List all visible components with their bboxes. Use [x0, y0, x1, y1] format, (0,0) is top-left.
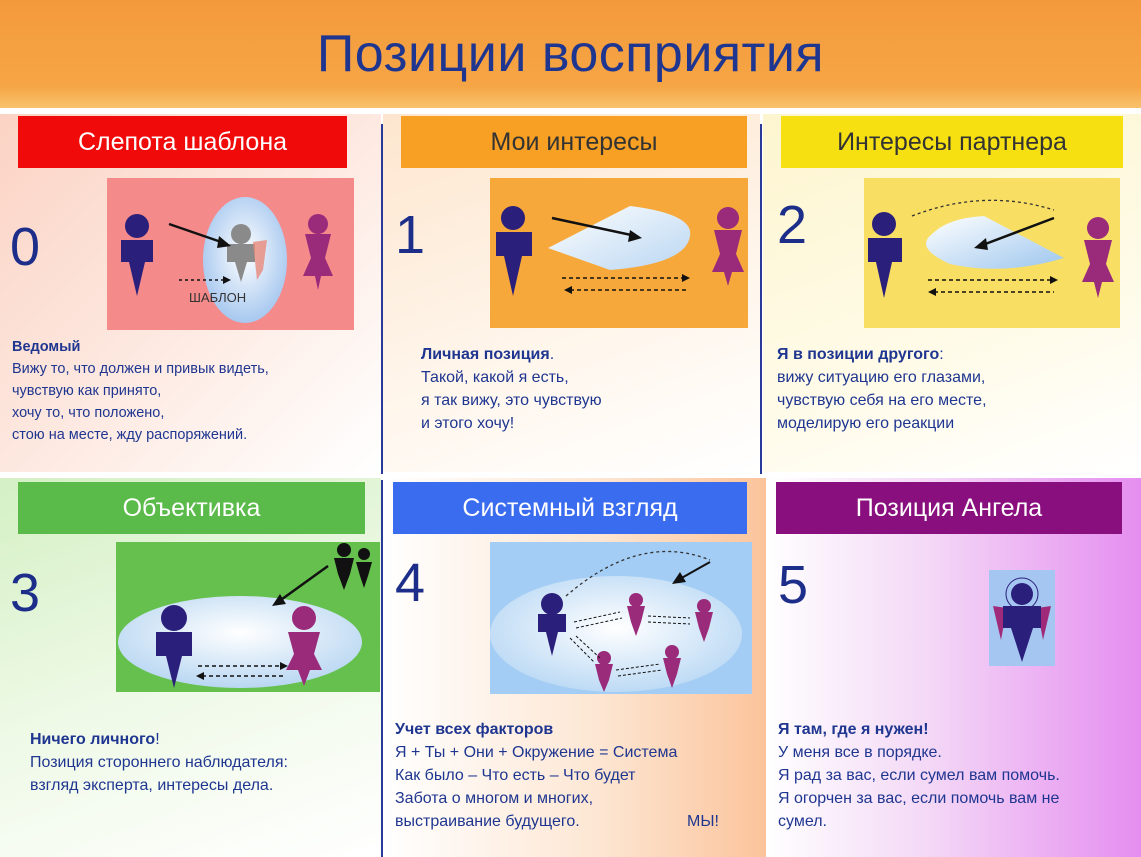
cell-4-line: Забота о многом и многих, [395, 790, 594, 807]
cell-5-line: сумел. [778, 813, 827, 830]
cell-3-description: Ничего личного! Позиция стороннего наблю… [30, 728, 288, 797]
cell-0-picture-label: ШАБЛОН [189, 290, 246, 305]
cell-0-line: хочу то, что положено, [12, 405, 165, 421]
cell-0-lead: Ведомый [12, 339, 81, 355]
cell-5-description: Я там, где я нужен! У меня все в порядке… [778, 718, 1060, 833]
cell-3-line: Позиция стороннего наблюдателя: [30, 754, 288, 771]
cell-4-description: Учет всех факторов Я + Ты + Они + Окруже… [395, 718, 750, 833]
cell-0-number: 0 [10, 217, 41, 277]
cell-0-line: Вижу то, что должен и привык видеть, [12, 361, 269, 377]
cell-1: Мои интересы 1 Личная позиция. Такой, ка… [383, 114, 760, 472]
title-bar: Позиции восприятия [0, 0, 1141, 108]
divider [760, 124, 762, 474]
cell-3-lead: Ничего личного [30, 731, 156, 748]
cell-2-line: чувствую себя на его месте, [777, 392, 987, 409]
cell-0-picture: ШАБЛОН [107, 178, 354, 330]
cell-2-number: 2 [777, 195, 808, 255]
cell-4-line: Я + Ты + Они + Окружение = Система [395, 744, 678, 761]
cell-5-lead: Я там, где я нужен! [778, 721, 929, 738]
cell-5-picture [989, 570, 1055, 666]
cell-5: Позиция Ангела 5 Я там, где я нужен! У м… [766, 478, 1141, 857]
cell-5-line: Я рад за вас, если сумел вам помочь. [778, 767, 1060, 784]
cell-2-line: вижу ситуацию его глазами, [777, 369, 986, 386]
cell-2: Интересы партнера 2 Я в позиции другого: [763, 114, 1141, 472]
cell-5-number: 5 [778, 555, 809, 615]
cell-5-header: Позиция Ангела [776, 482, 1122, 534]
cell-3-line: взгляд эксперта, интересы дела. [30, 777, 274, 794]
cell-2-picture [864, 178, 1120, 328]
cell-2-lead: Я в позиции другого [777, 346, 940, 363]
cell-5-line: Я огорчен за вас, если помочь вам не [778, 790, 1060, 807]
cell-3-picture [116, 542, 380, 692]
cell-0-header: Слепота шаблона [18, 116, 347, 168]
cell-1-header: Мои интересы [401, 116, 747, 168]
cell-1-lead: Личная позиция [421, 346, 550, 363]
divider [381, 124, 383, 474]
cell-4-lead: Учет всех факторов [395, 721, 554, 738]
cell-2-header: Интересы партнера [781, 116, 1123, 168]
cell-0-description: Ведомый Вижу то, что должен и привык вид… [12, 336, 269, 446]
cell-0: Слепота шаблона 0 [0, 114, 381, 472]
cell-1-line: Такой, какой я есть, [421, 369, 569, 386]
cell-4-header: Системный взгляд [393, 482, 747, 534]
cell-4-tail: МЫ! [687, 813, 719, 830]
cell-4: Системный взгляд 4 [383, 478, 766, 857]
cell-1-line: и этого хочу! [421, 415, 515, 432]
cell-3-number: 3 [10, 563, 41, 623]
page-title: Позиции восприятия [316, 25, 825, 83]
cell-4-line: выстраивание будущего. [395, 813, 580, 830]
cell-1-number: 1 [395, 205, 426, 265]
cell-0-line: стою на месте, жду распоряжений. [12, 427, 248, 443]
cell-2-line: моделирую его реакции [777, 415, 955, 432]
cell-3: Объективка 3 Ничего [0, 478, 381, 857]
cell-0-line: чувствую как принято, [12, 383, 162, 399]
cell-4-number: 4 [395, 553, 426, 613]
cell-1-line: я так вижу, это чувствую [421, 392, 602, 409]
cell-5-line: У меня все в порядке. [778, 744, 942, 761]
cell-1-description: Личная позиция. Такой, какой я есть, я т… [421, 343, 602, 435]
cell-4-line: Как было – Что есть – Что будет [395, 767, 636, 784]
cell-4-picture [490, 542, 752, 694]
divider [381, 480, 383, 857]
cell-3-header: Объективка [18, 482, 365, 534]
cell-2-description: Я в позиции другого: вижу ситуацию его г… [777, 343, 987, 435]
cell-1-picture [490, 178, 748, 328]
